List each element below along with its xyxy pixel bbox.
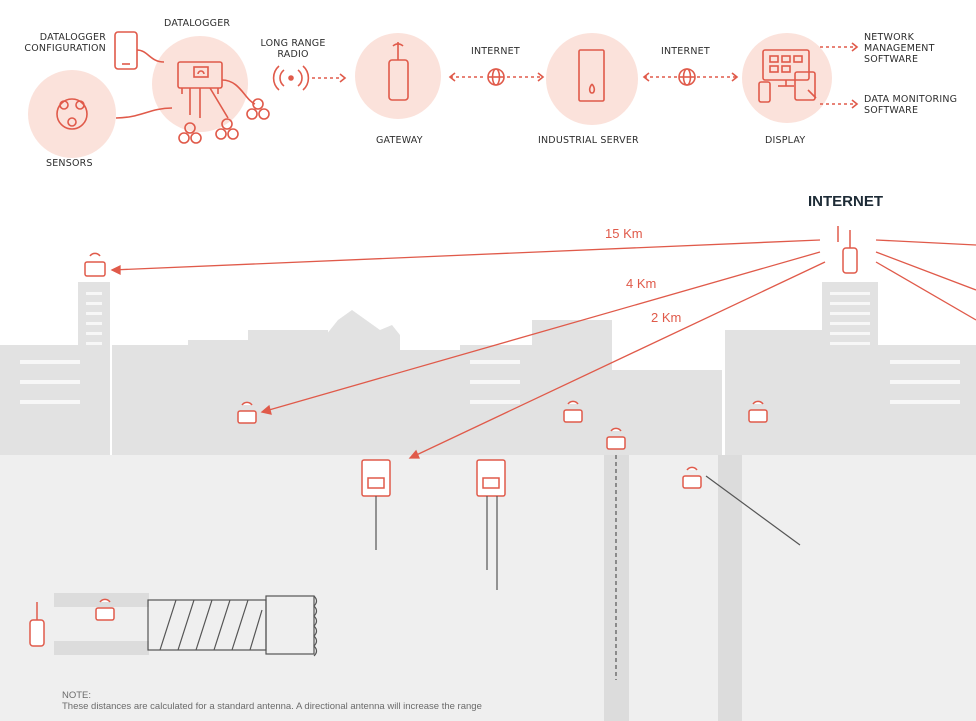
ground-area xyxy=(0,455,976,721)
datalogger-label: DATALOGGER xyxy=(164,18,231,29)
datalogger-config-label: DATALOGGER CONFIGURATION xyxy=(22,32,106,54)
antenna-icon xyxy=(682,466,702,489)
distance-label-2km: 2 Km xyxy=(651,310,682,325)
city-skyline xyxy=(0,282,976,455)
antenna-icons xyxy=(29,226,858,647)
server-circle xyxy=(546,33,638,125)
label-line: NETWORK xyxy=(864,32,915,43)
range-lines xyxy=(110,239,976,459)
sensor-cables xyxy=(375,455,801,680)
antenna-icon xyxy=(237,401,257,424)
antenna-icon xyxy=(361,459,391,497)
label-line: DATALOGGER xyxy=(39,32,106,43)
building-windows xyxy=(20,292,960,404)
globe-icon xyxy=(487,68,505,86)
display-icon xyxy=(758,49,817,103)
internet-title: INTERNET xyxy=(808,193,883,210)
antenna-icon xyxy=(837,226,858,274)
label-line: SOFTWARE xyxy=(864,54,919,65)
sensors-circle xyxy=(28,70,116,158)
antenna-icon xyxy=(84,252,106,277)
radio-wave-icon xyxy=(272,65,310,91)
label-line: DATA MONITORING xyxy=(864,94,958,105)
gateway-icon xyxy=(388,42,409,101)
label-line: RADIO xyxy=(277,49,309,60)
smartphone-icon xyxy=(114,31,165,70)
antenna-icon xyxy=(95,598,115,621)
antenna-icon xyxy=(748,400,768,423)
gateway-label: GATEWAY xyxy=(376,135,423,146)
server-icon xyxy=(578,49,605,102)
inclinometer-bore xyxy=(718,455,742,721)
data-monitoring-label: DATA MONITORING SOFTWARE xyxy=(864,94,957,116)
label-line: LONG RANGE xyxy=(260,38,326,49)
flow-diagram-graphics xyxy=(56,31,859,144)
internet-label-1: INTERNET xyxy=(471,46,520,57)
note: NOTE: These distances are calculated for… xyxy=(62,690,482,712)
label-line: MANAGEMENT xyxy=(864,43,935,54)
datalogger-icon xyxy=(177,61,270,144)
display-label: DISPLAY xyxy=(765,135,806,146)
tunnel-wall xyxy=(54,641,149,655)
antenna-icon xyxy=(476,459,506,497)
long-range-radio-label: LONG RANGE RADIO xyxy=(256,38,330,60)
tunnel-boring-machine xyxy=(147,595,318,657)
note-title: NOTE: xyxy=(62,690,92,701)
label-line: SOFTWARE xyxy=(864,105,919,116)
network-management-label: NETWORK MANAGEMENT SOFTWARE xyxy=(864,32,935,65)
internet-label-2: INTERNET xyxy=(661,46,710,57)
note-text: These distances are calculated for a sta… xyxy=(62,701,482,712)
sensors-label: SENSORS xyxy=(46,158,93,169)
distance-label-4km: 4 Km xyxy=(626,276,657,291)
label-line: CONFIGURATION xyxy=(24,43,106,54)
sensor-icon xyxy=(56,98,173,130)
antenna-icon xyxy=(606,427,626,450)
distance-label-15km: 15 Km xyxy=(605,226,643,241)
antenna-icon xyxy=(563,400,583,423)
globe-icon xyxy=(678,68,696,86)
antenna-icon xyxy=(29,602,45,647)
display-circle xyxy=(742,33,832,123)
industrial-server-label: INDUSTRIAL SERVER xyxy=(538,135,639,146)
